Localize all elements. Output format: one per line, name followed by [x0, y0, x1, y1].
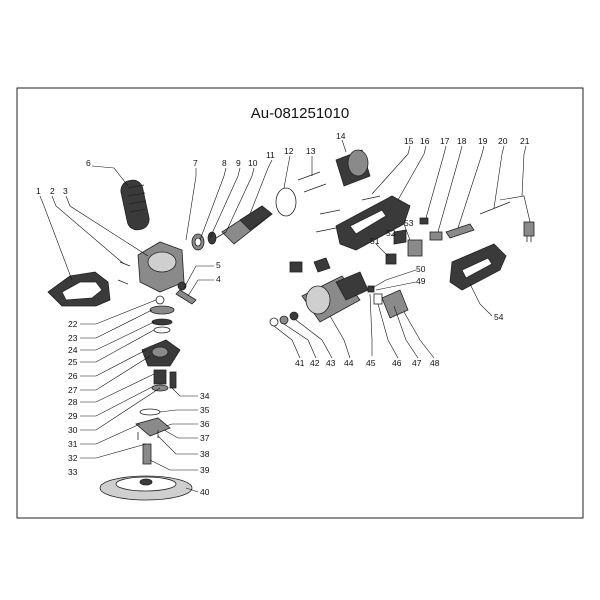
callout-31: 31: [68, 439, 78, 449]
callout-numbers: 1 2 3 4 5 6 7 8 9 10 11 12 13 14 15 16 1…: [36, 131, 530, 497]
callout-8: 8: [222, 158, 227, 168]
callout-14: 14: [336, 131, 346, 141]
callout-39: 39: [200, 465, 210, 475]
callout-42: 42: [310, 358, 320, 368]
callout-19: 19: [478, 136, 488, 146]
callout-20: 20: [498, 136, 508, 146]
leader-lines: [39, 139, 527, 493]
callout-26: 26: [68, 371, 78, 381]
callout-32: 32: [68, 453, 78, 463]
callout-37: 37: [200, 433, 210, 443]
callout-4: 4: [216, 274, 221, 284]
part-armature: [215, 205, 273, 245]
drawing-code: Au-081251010: [251, 105, 349, 122]
callout-15: 15: [404, 136, 414, 146]
callout-11: 11: [266, 150, 275, 160]
callout-27: 27: [68, 385, 78, 395]
callout-25: 25: [68, 357, 78, 367]
part-side-handle: [120, 179, 150, 231]
callout-17: 17: [440, 136, 450, 146]
callout-9: 9: [236, 158, 241, 168]
part-stator-cap: [335, 149, 371, 187]
part-gear-housing: [137, 241, 185, 293]
callout-35: 35: [200, 405, 210, 415]
part-backing-pad: [99, 475, 193, 501]
callout-45: 45: [366, 358, 376, 368]
callout-18: 18: [457, 136, 467, 146]
callout-1: 1: [36, 186, 41, 196]
callout-43: 43: [326, 358, 336, 368]
callout-34: 34: [200, 391, 210, 401]
callout-12: 12: [284, 146, 294, 156]
callout-22: 22: [68, 319, 78, 329]
callout-40: 40: [200, 487, 210, 497]
callout-28: 28: [68, 397, 78, 407]
callout-47: 47: [412, 358, 422, 368]
callout-41: 41: [295, 358, 305, 368]
callout-50: 50: [416, 264, 426, 274]
callout-36: 36: [200, 419, 210, 429]
callout-23: 23: [68, 333, 78, 343]
callout-49: 49: [416, 276, 426, 286]
part-field-coil: [301, 271, 369, 323]
callout-2: 2: [50, 186, 55, 196]
part-illustrations: [47, 149, 535, 501]
part-gear-case: [141, 339, 181, 367]
callout-7: 7: [193, 158, 198, 168]
callout-54: 54: [494, 312, 504, 322]
callout-52: 52: [386, 228, 396, 238]
callout-24: 24: [68, 345, 78, 355]
drawing-frame: [16, 87, 584, 519]
callout-51: 51: [370, 236, 380, 246]
callout-16: 16: [420, 136, 430, 146]
callout-46: 46: [392, 358, 402, 368]
callout-3: 3: [63, 186, 68, 196]
callout-21: 21: [520, 136, 530, 146]
callout-33: 33: [68, 467, 78, 477]
callout-44: 44: [344, 358, 354, 368]
callout-48: 48: [430, 358, 440, 368]
callout-13: 13: [306, 146, 316, 156]
part-bumper: [47, 271, 111, 307]
callout-53: 53: [404, 218, 414, 228]
callout-38: 38: [200, 449, 210, 459]
callout-30: 30: [68, 425, 78, 435]
callout-29: 29: [68, 411, 78, 421]
callout-5: 5: [216, 260, 221, 270]
callout-10: 10: [248, 158, 258, 168]
part-rear-handle: [449, 243, 507, 291]
callout-6: 6: [86, 158, 91, 168]
part-power-cord: [499, 195, 535, 242]
